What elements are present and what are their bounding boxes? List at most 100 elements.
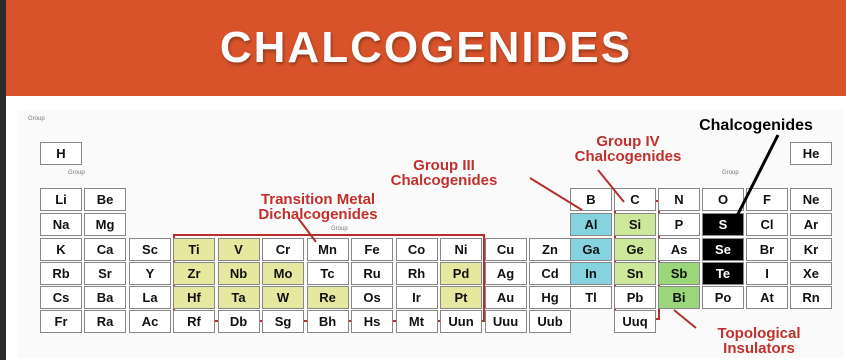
element-hs: Hs	[351, 310, 393, 333]
group-caption-left: Group	[68, 170, 85, 176]
element-ir: Ir	[395, 286, 438, 309]
element-s: S	[702, 213, 744, 236]
element-mo: Mo	[262, 262, 304, 285]
element-as: As	[658, 238, 700, 261]
chalcogenides-pointer	[734, 134, 780, 219]
topological-label-line1: Topological	[717, 325, 801, 342]
tmd-label-line2: Dichalcogenides	[258, 206, 378, 223]
element-ge: Ge	[614, 238, 656, 261]
slide: CHALCOGENIDES Group Group Group Group H H…	[6, 0, 846, 360]
element-sn: Sn	[614, 262, 656, 285]
element-uub: Uub	[529, 310, 571, 333]
tmd-pointer	[297, 217, 317, 243]
element-ar: Ar	[790, 213, 832, 236]
element-pd: Pd	[440, 262, 482, 285]
element-zr: Zr	[173, 262, 215, 285]
element-ca: Ca	[84, 238, 126, 261]
element-be: Be	[84, 188, 126, 211]
element-uuq: Uuq	[614, 310, 656, 333]
element-pb: Pb	[614, 286, 656, 309]
group-caption-right: Group	[722, 170, 739, 176]
element-sc: Sc	[129, 238, 171, 261]
element-li: Li	[40, 188, 82, 211]
element-fe: Fe	[351, 238, 393, 261]
element-cd: Cd	[529, 262, 571, 285]
element-nb: Nb	[217, 262, 260, 285]
element-sr: Sr	[84, 262, 126, 285]
topological-label: Topological Insulators	[676, 326, 842, 356]
element-os: Os	[351, 286, 393, 309]
element-re: Re	[306, 286, 349, 309]
element-db: Db	[217, 310, 260, 333]
element-si: Si	[614, 213, 656, 236]
element-hg: Hg	[529, 286, 571, 309]
element-na: Na	[40, 213, 82, 236]
group4-label-line1: Group IV	[596, 133, 660, 150]
element-mg: Mg	[84, 213, 126, 236]
element-k: K	[40, 238, 82, 261]
group3-pointer	[529, 177, 583, 211]
element-he: He	[790, 142, 832, 165]
element-c: C	[614, 188, 656, 211]
element-i: I	[746, 262, 788, 285]
element-tc: Tc	[306, 262, 349, 285]
element-te: Te	[702, 262, 744, 285]
element-w: W	[262, 286, 304, 309]
element-bh: Bh	[306, 310, 349, 333]
element-po: Po	[702, 286, 744, 309]
element-ne: Ne	[790, 188, 832, 211]
group4-pointer	[597, 169, 625, 203]
element-mn: Mn	[306, 238, 349, 261]
pointer-lines	[297, 134, 780, 329]
element-ga: Ga	[570, 238, 612, 261]
element-v: V	[217, 238, 260, 261]
element-rb: Rb	[40, 262, 82, 285]
element-hf: Hf	[173, 286, 215, 309]
element-uuu: Uuu	[484, 310, 527, 333]
page-title: CHALCOGENIDES	[219, 23, 633, 72]
tmd-label-line1: Transition Metal	[260, 191, 376, 208]
element-sb: Sb	[658, 262, 700, 285]
element-at: At	[746, 286, 788, 309]
element-bi: Bi	[658, 286, 700, 309]
element-co: Co	[395, 238, 438, 261]
element-b: B	[570, 188, 612, 211]
element-fr: Fr	[40, 310, 82, 333]
tmd-label: Transition Metal Dichalcogenides	[218, 192, 418, 222]
chalcogenides-label: Chalcogenides	[699, 117, 813, 134]
element-ti: Ti	[173, 238, 215, 261]
element-la: La	[129, 286, 171, 309]
element-au: Au	[484, 286, 527, 309]
group3-label-line2: Chalcogenides	[390, 172, 498, 189]
element-ru: Ru	[351, 262, 393, 285]
element-ra: Ra	[84, 310, 126, 333]
element-ag: Ag	[484, 262, 527, 285]
group3-label: Group III Chalcogenides	[354, 158, 534, 188]
element-n: N	[658, 188, 700, 211]
group-caption-mid: Group	[331, 226, 348, 232]
title-banner: CHALCOGENIDES	[6, 0, 846, 96]
element-in: In	[570, 262, 612, 285]
group-caption-vertical: Group	[28, 116, 45, 122]
group4-label-line2: Chalcogenides	[574, 148, 682, 165]
element-rh: Rh	[395, 262, 438, 285]
element-al: Al	[570, 213, 612, 236]
element-cl: Cl	[746, 213, 788, 236]
element-tl: Tl	[570, 286, 612, 309]
element-h: H	[40, 142, 82, 165]
element-sg: Sg	[262, 310, 304, 333]
element-o: O	[702, 188, 744, 211]
element-uun: Uun	[440, 310, 482, 333]
element-p: P	[658, 213, 700, 236]
element-se: Se	[702, 238, 744, 261]
element-ni: Ni	[440, 238, 482, 261]
element-cu: Cu	[484, 238, 527, 261]
element-xe: Xe	[790, 262, 832, 285]
element-rf: Rf	[173, 310, 215, 333]
element-ta: Ta	[217, 286, 260, 309]
element-ba: Ba	[84, 286, 126, 309]
element-rn: Rn	[790, 286, 832, 309]
topological-label-line2: Insulators	[723, 340, 795, 357]
topological-pointer	[673, 309, 697, 329]
